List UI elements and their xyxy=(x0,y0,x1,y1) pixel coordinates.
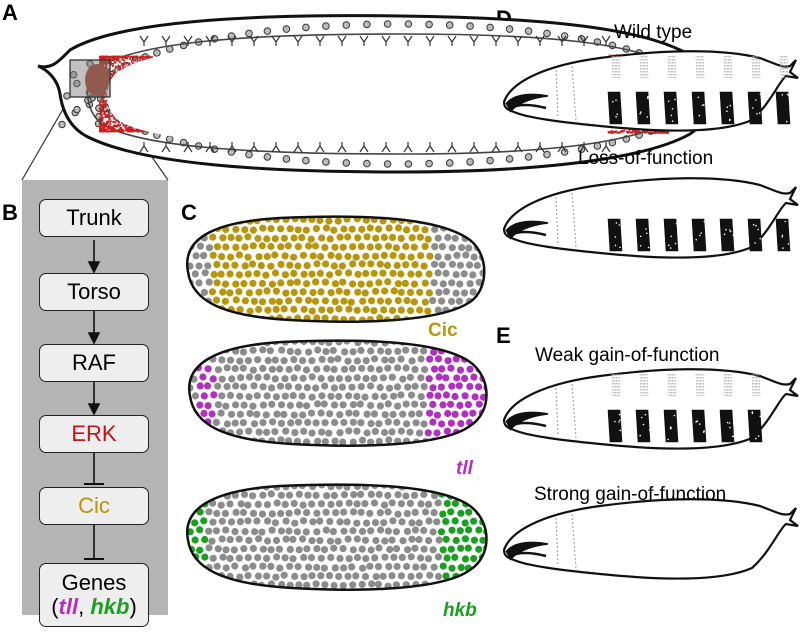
node-torso-label: Torso xyxy=(67,279,121,304)
larva-strong-gain xyxy=(502,498,799,580)
node-cic-label: Cic xyxy=(78,493,110,518)
panel-label-b: B xyxy=(2,200,18,225)
label-tll: tll xyxy=(456,458,473,479)
larva-loss-of-function xyxy=(502,177,799,259)
tll-expression-embryo xyxy=(187,339,488,447)
pathway-connectors xyxy=(84,240,104,560)
label-weak-gain: Weak gain-of-function xyxy=(535,345,720,366)
node-trunk-label: Trunk xyxy=(66,205,122,230)
cic-expression-embryo xyxy=(185,215,486,323)
node-raf-label: RAF xyxy=(72,350,116,375)
label-strong-gain: Strong gain-of-function xyxy=(534,484,727,505)
genes-open-paren: ( xyxy=(51,594,59,619)
genes-comma: , xyxy=(78,594,91,619)
gene-tll: tll xyxy=(58,594,79,619)
node-erk: ERK xyxy=(39,415,149,453)
gene-hkb: hkb xyxy=(90,594,130,619)
node-genes: Genes (tll, hkb) xyxy=(39,563,149,627)
node-erk-label: ERK xyxy=(71,421,117,446)
label-loss-of-function: Loss-of-function xyxy=(578,148,714,169)
larva-wild-type xyxy=(502,50,799,132)
node-trunk: Trunk xyxy=(39,199,149,237)
zoom-panel-background xyxy=(22,180,168,615)
node-genes-label: Genes xyxy=(61,570,127,595)
node-raf: RAF xyxy=(39,344,149,382)
label-cic: Cic xyxy=(428,320,458,341)
genes-close-paren: ) xyxy=(129,594,137,619)
node-torso: Torso xyxy=(39,273,149,311)
torso-receptors xyxy=(139,35,611,153)
label-wild-type: Wild type xyxy=(614,22,693,43)
zoom-line-left xyxy=(21,96,71,181)
larva-weak-gain xyxy=(502,368,799,450)
panel-label-e: E xyxy=(496,323,511,348)
node-genes-list: (tll, hkb) xyxy=(51,595,137,619)
label-hkb: hkb xyxy=(443,600,477,621)
panel-label-a: A xyxy=(2,0,18,25)
zoom-box xyxy=(69,59,111,98)
hkb-expression-embryo xyxy=(185,483,488,591)
node-cic: Cic xyxy=(39,487,149,525)
panel-label-c: C xyxy=(181,200,197,225)
